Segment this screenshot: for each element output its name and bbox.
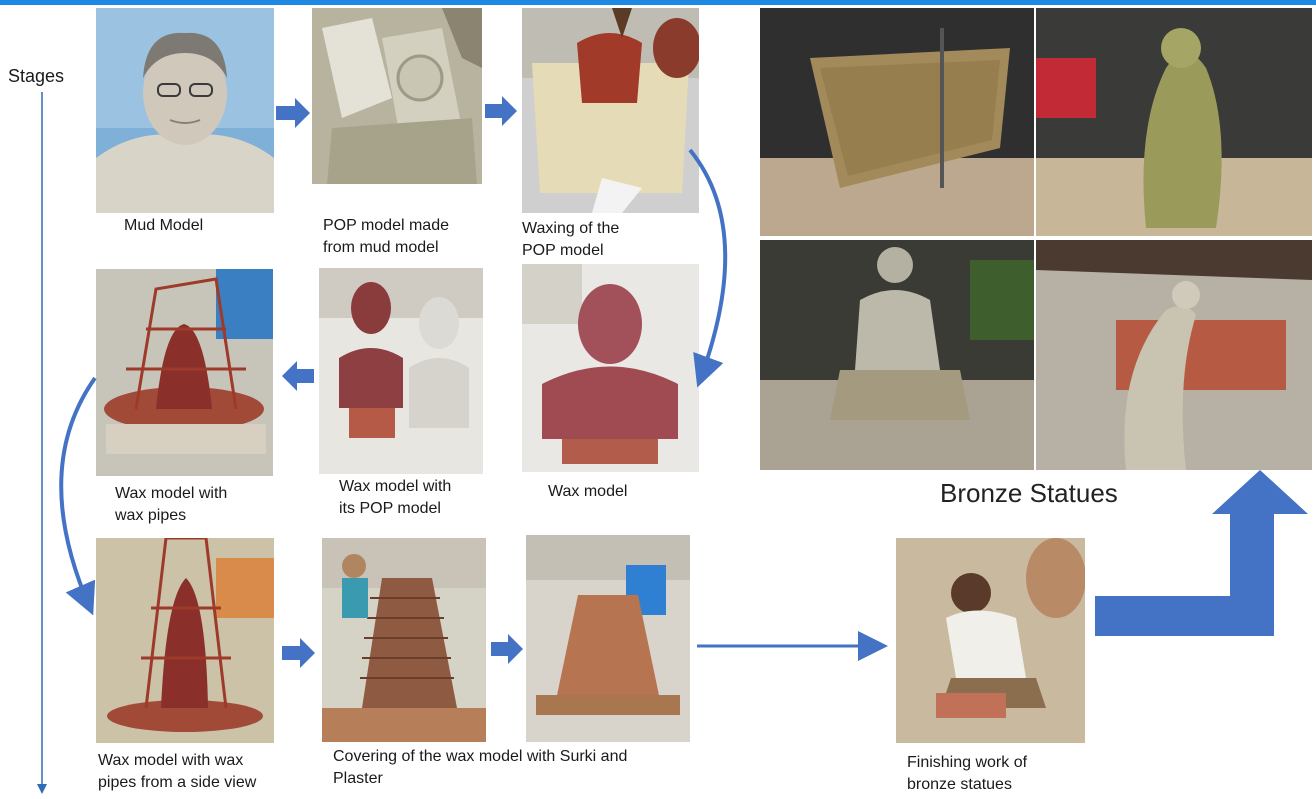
arrow-pipes-to-side — [61, 378, 95, 608]
arrow-wax-pop-to-pipes — [282, 361, 314, 391]
arrow-covering-to-plaster — [491, 634, 523, 664]
arrow-side-to-covering — [282, 638, 315, 668]
arrow-pop-to-waxing — [485, 96, 517, 126]
arrow-mud-to-pop — [276, 98, 310, 128]
down-arrow-icon — [37, 784, 47, 794]
arrow-finishing-to-bronze — [1095, 470, 1308, 636]
arrow-waxing-to-wax-model — [690, 150, 725, 380]
stages-axis-arrow — [37, 92, 47, 794]
